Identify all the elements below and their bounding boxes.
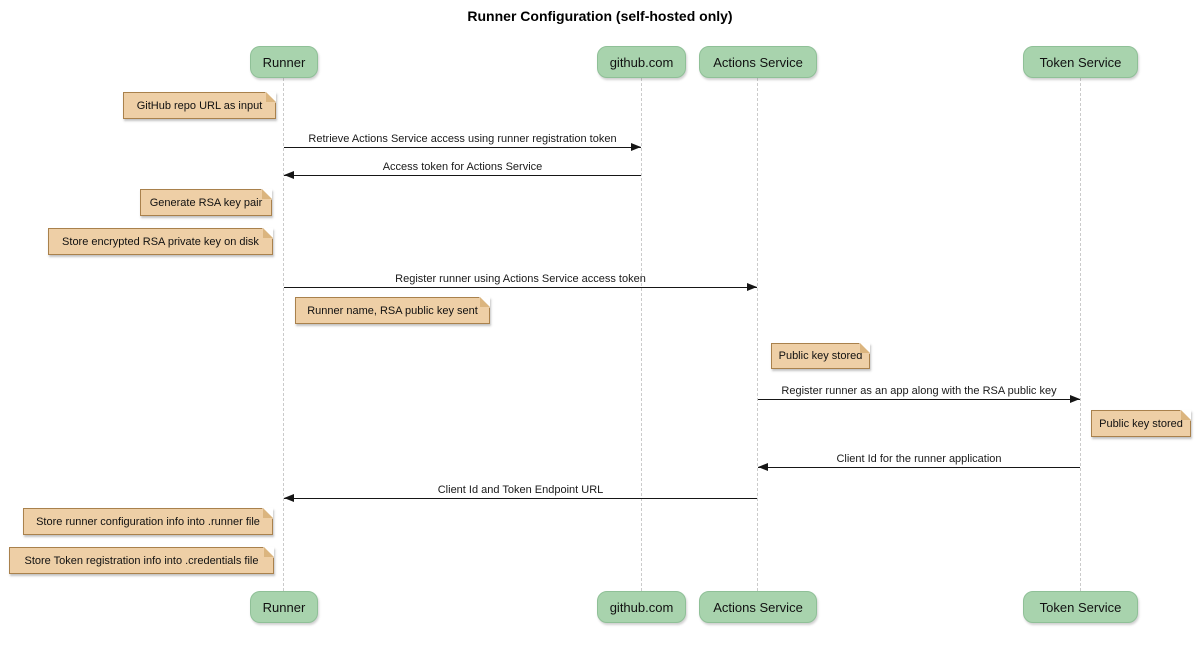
note-text: Store runner configuration info into .ru…: [36, 515, 260, 528]
note-generate-rsa-key-pair: Generate RSA key pair: [140, 189, 272, 216]
note-public-key-stored-actions: Public key stored: [771, 343, 870, 369]
note-text: GitHub repo URL as input: [136, 99, 263, 112]
lifeline-runner: [283, 78, 284, 591]
note-store-encrypted-key: Store encrypted RSA private key on disk: [48, 228, 273, 255]
lifeline-github: [641, 78, 642, 591]
lifeline-actions-service: [757, 78, 758, 591]
participant-actions-service-bottom: Actions Service: [699, 591, 817, 623]
message-register-app-label: Register runner as an app along with the…: [781, 385, 1057, 397]
message-access-token-arrow: [284, 171, 641, 179]
note-text: Generate RSA key pair: [149, 196, 263, 209]
note-public-key-stored-token: Public key stored: [1091, 410, 1191, 437]
message-register-runner-arrow: [284, 283, 757, 291]
message-register-runner-label: Register runner using Actions Service ac…: [395, 273, 646, 285]
message-client-id-endpoint-arrow: [284, 494, 757, 502]
note-store-token-registration: Store Token registration info into .cred…: [9, 547, 274, 574]
participant-token-service-top: Token Service: [1023, 46, 1138, 78]
note-text: Public key stored: [778, 350, 863, 362]
participant-runner-bottom: Runner: [250, 591, 318, 623]
message-retrieve-access-arrow: [284, 143, 641, 151]
message-register-app-arrow: [758, 395, 1080, 403]
note-text: Public key stored: [1099, 417, 1183, 430]
note-store-runner-config: Store runner configuration info into .ru…: [23, 508, 273, 535]
diagram-title: Runner Configuration (self-hosted only): [467, 8, 733, 24]
participant-github-bottom: github.com: [597, 591, 686, 623]
participant-token-service-bottom: Token Service: [1023, 591, 1138, 623]
message-client-id-label: Client Id for the runner application: [836, 453, 1002, 465]
note-text: Store encrypted RSA private key on disk: [62, 235, 259, 248]
participant-github-top: github.com: [597, 46, 686, 78]
participant-actions-service-top: Actions Service: [699, 46, 817, 78]
message-access-token-label: Access token for Actions Service: [382, 161, 543, 173]
note-text: Store Token registration info into .cred…: [24, 554, 259, 567]
note-github-repo-url: GitHub repo URL as input: [123, 92, 276, 119]
message-client-id-arrow: [758, 463, 1080, 471]
message-retrieve-access-label: Retrieve Actions Service access using ru…: [308, 133, 617, 145]
participant-runner-top: Runner: [250, 46, 318, 78]
note-runner-name-sent: Runner name, RSA public key sent: [295, 297, 490, 324]
message-client-id-endpoint-label: Client Id and Token Endpoint URL: [437, 484, 604, 496]
lifeline-token-service: [1080, 78, 1081, 591]
note-text: Runner name, RSA public key sent: [307, 304, 478, 317]
